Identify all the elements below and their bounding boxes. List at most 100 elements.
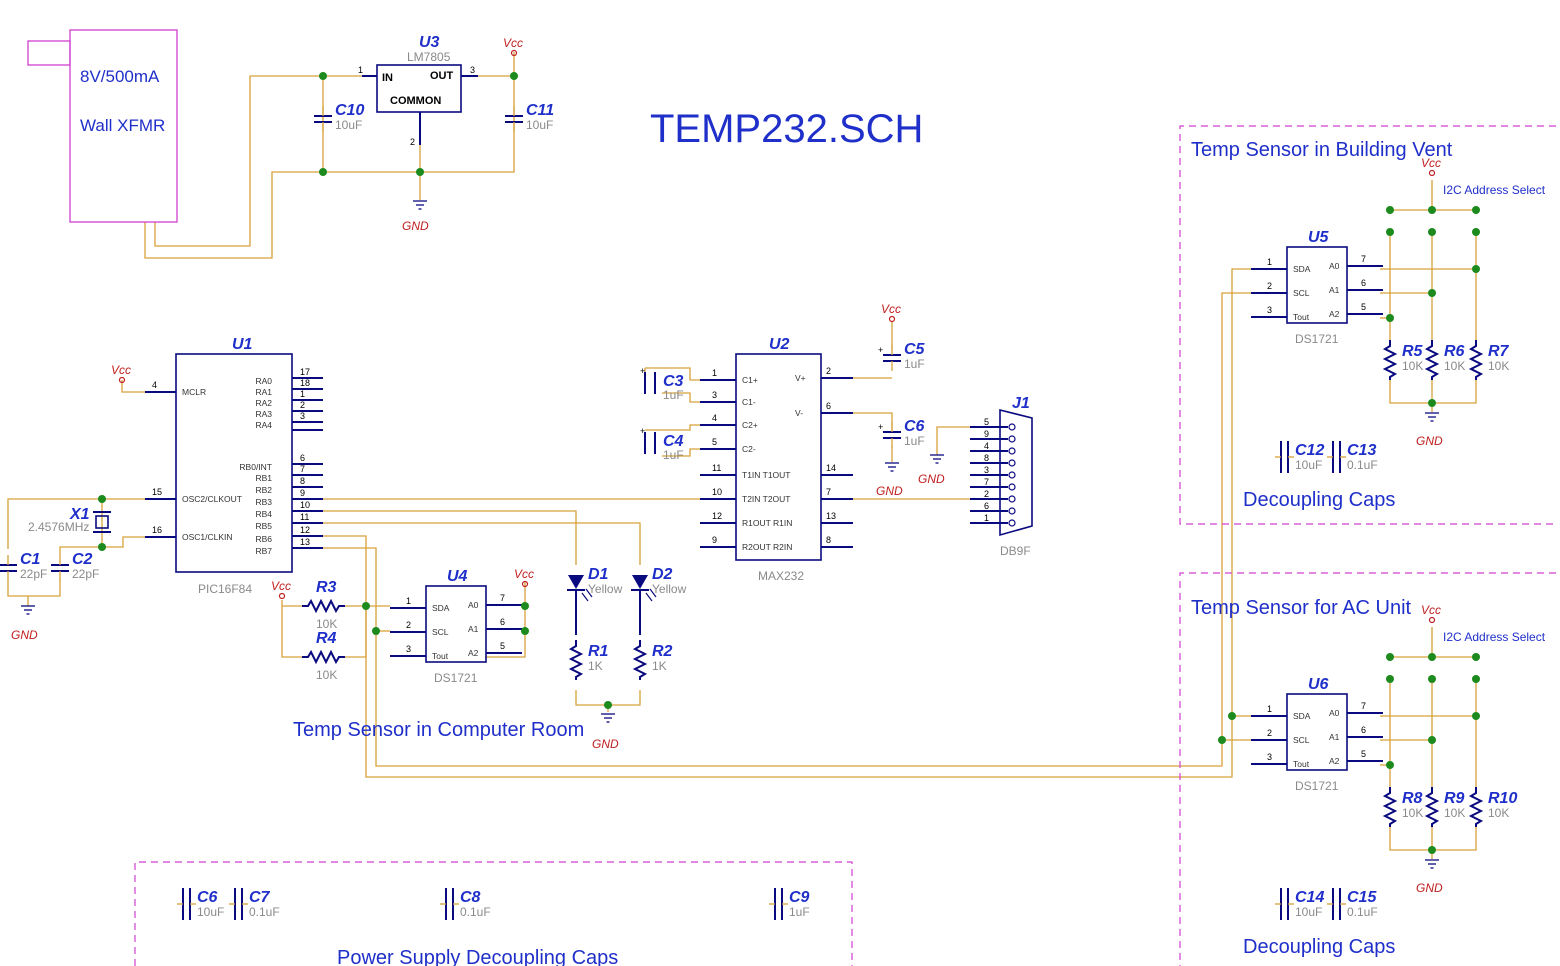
- u2-pin-num: 10: [712, 487, 722, 497]
- resistor-r9-ref: R9: [1444, 790, 1465, 807]
- u2-pin-num: 9: [712, 535, 717, 545]
- junction-dot: [1428, 399, 1436, 407]
- svg-text:+: +: [640, 366, 645, 376]
- wall-transformer: 8V/500mA Wall XFMR: [27, 29, 178, 223]
- junction-dot: [319, 72, 327, 80]
- u1-pin-num: 9: [300, 488, 305, 498]
- gnd-label-u5: GND: [1416, 434, 1443, 448]
- capacitor-c13-value: 0.1uF: [1347, 458, 1378, 472]
- svg-text:2: 2: [1267, 728, 1272, 738]
- gnd-label-leds: GND: [592, 737, 619, 751]
- ds-u5-ref: U5: [1308, 229, 1330, 246]
- u2-pin-num: 14: [826, 463, 836, 473]
- svg-text:2: 2: [1267, 281, 1272, 291]
- u1-pin-num: 7: [300, 464, 305, 474]
- u1-pin-label: RB4: [255, 509, 272, 519]
- db9-pin-num: 8: [984, 453, 989, 463]
- led-d2-ref: D2: [652, 566, 673, 583]
- capacitor-c7-value: 0.1uF: [249, 905, 280, 919]
- svg-text:SDA: SDA: [1293, 264, 1311, 274]
- x1-value: 2.4576MHz: [28, 520, 89, 534]
- u1-pin-label: RB5: [255, 521, 272, 531]
- junction-dot: [604, 701, 612, 709]
- junction-dot: [1386, 653, 1394, 661]
- mcu-u1: U1 PIC16F84 4MCLR15OSC2/CLKOUT16OSC1/CLK…: [145, 336, 323, 596]
- ds-u4-ref: U4: [447, 568, 468, 585]
- u2-pin-num: 7: [826, 487, 831, 497]
- u2-pin-num: 6: [826, 401, 831, 411]
- svg-text:7: 7: [500, 593, 505, 603]
- capacitor-c13-ref: C13: [1347, 442, 1376, 459]
- junction-dot: [319, 168, 327, 176]
- db9-contact: [1008, 519, 1016, 527]
- capacitor-c6-decoupling-value: 10uF: [197, 905, 224, 919]
- svg-text:SDA: SDA: [1293, 711, 1311, 721]
- section-ac-unit: Temp Sensor for AC Unit: [1191, 597, 1412, 619]
- capacitor-c15-value: 0.1uF: [1347, 905, 1378, 919]
- svg-text:A1: A1: [468, 624, 479, 634]
- svg-text:+: +: [878, 345, 883, 355]
- capacitor-c1-ref: C1: [20, 551, 41, 568]
- section-power-decoupling: Power Supply Decoupling Caps: [337, 947, 618, 966]
- u1-pin-num: 3: [300, 411, 305, 421]
- u1-pin-label: RA0: [255, 376, 272, 386]
- db9-pin-num: 6: [984, 501, 989, 511]
- capacitor-c2-ref: C2: [72, 551, 93, 568]
- resistor-r7-value: 10K: [1488, 359, 1509, 373]
- u1-pin-label: RA3: [255, 409, 272, 419]
- section-building-vent: Temp Sensor in Building Vent: [1191, 139, 1453, 161]
- resistor-r6-ref: R6: [1444, 343, 1465, 360]
- junction-dot: [1472, 675, 1480, 683]
- u1-pin-label: OSC2/CLKOUT: [182, 494, 242, 504]
- capacitor-c11-value: 10uF: [526, 118, 553, 132]
- vcc-label-r3: Vcc: [271, 579, 291, 593]
- u1-pin-num: 17: [300, 367, 310, 377]
- u1-part: PIC16F84: [198, 582, 252, 596]
- capacitor-c14-value: 10uF: [1295, 905, 1322, 919]
- section-decoupling-2: Decoupling Caps: [1243, 936, 1395, 958]
- u1-pin-num: 4: [152, 380, 157, 390]
- junction-dot: [416, 168, 424, 176]
- section-borders: [134, 125, 1556, 966]
- u1-pin-num: 2: [300, 400, 305, 410]
- junction-dot: [1428, 653, 1436, 661]
- x1-ref: X1: [69, 506, 90, 523]
- svg-text:SDA: SDA: [432, 603, 450, 613]
- capacitor-c5-value: 1uF: [904, 357, 925, 371]
- junction-dot: [1472, 653, 1480, 661]
- power-symbols: VccVccVccVccVccVccVccGNDGNDGNDGNDGNDGNDG…: [11, 36, 1443, 895]
- capacitor-c3-value: 1uF: [663, 388, 684, 402]
- db9-pin-num: 4: [984, 441, 989, 451]
- db9-contact: [1008, 423, 1016, 431]
- capacitor-c12-ref: C12: [1295, 442, 1324, 459]
- crystal-x1: X12.4576MHz: [28, 506, 111, 534]
- capacitor-c14-ref: C14: [1295, 889, 1324, 906]
- svg-text:SCL: SCL: [1293, 735, 1310, 745]
- resistor-r4-value: 10K: [316, 668, 337, 682]
- capacitor-c6-decoupling-ref: C6: [197, 889, 218, 906]
- svg-text:7: 7: [1361, 701, 1366, 711]
- resistor-r3-value: 10K: [316, 617, 337, 631]
- svg-text:7: 7: [1361, 254, 1366, 264]
- u1-pin-label: MCLR: [182, 387, 206, 397]
- db9-contact: [1008, 471, 1016, 479]
- svg-text:1: 1: [358, 65, 363, 75]
- ds-u5-part: DS1721: [1295, 332, 1339, 346]
